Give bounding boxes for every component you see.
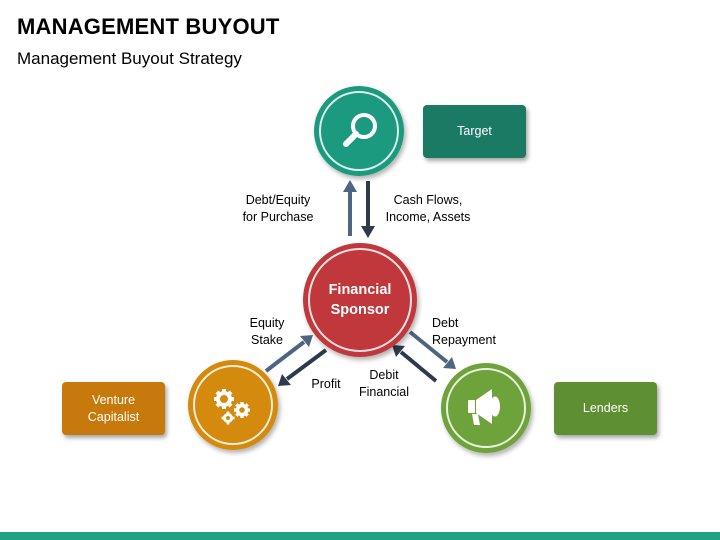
venture-capitalist-box: Venture Capitalist bbox=[62, 382, 165, 435]
gears-icon bbox=[214, 389, 250, 425]
financial-sponsor-node bbox=[303, 243, 417, 357]
arrow-debit-financial bbox=[392, 345, 438, 383]
arrow-debt-equity-up bbox=[343, 180, 357, 236]
arrow-debt-repayment bbox=[408, 330, 456, 369]
arrow-profit bbox=[278, 348, 328, 386]
flow-label-cash-flows: Cash Flows, Income, Assets bbox=[385, 193, 471, 224]
target-node bbox=[314, 86, 404, 176]
flow-label-equity-stake: Equity Stake bbox=[249, 316, 285, 347]
target-box: Target bbox=[423, 105, 526, 158]
arrow-cash-flows-down bbox=[361, 181, 375, 238]
venture-node bbox=[188, 360, 278, 450]
page-title: MANAGEMENT BUYOUT bbox=[17, 14, 280, 39]
arrow-equity-stake bbox=[264, 335, 313, 373]
megaphone-icon bbox=[468, 389, 500, 425]
flow-label-debt-repayment: Debt Repayment bbox=[432, 316, 496, 347]
magnifier-icon bbox=[343, 113, 377, 147]
flow-label-debt-equity: Debt/Equity for Purchase bbox=[242, 193, 314, 224]
lenders-box: Lenders bbox=[554, 382, 657, 435]
flow-label-debit-financial: Debit Financial bbox=[358, 368, 410, 399]
flow-label-profit: Profit bbox=[311, 377, 341, 391]
footer-bar bbox=[0, 532, 720, 540]
page-subtitle: Management Buyout Strategy bbox=[17, 49, 242, 68]
financial-sponsor-label: Financial Sponsor bbox=[328, 282, 392, 318]
